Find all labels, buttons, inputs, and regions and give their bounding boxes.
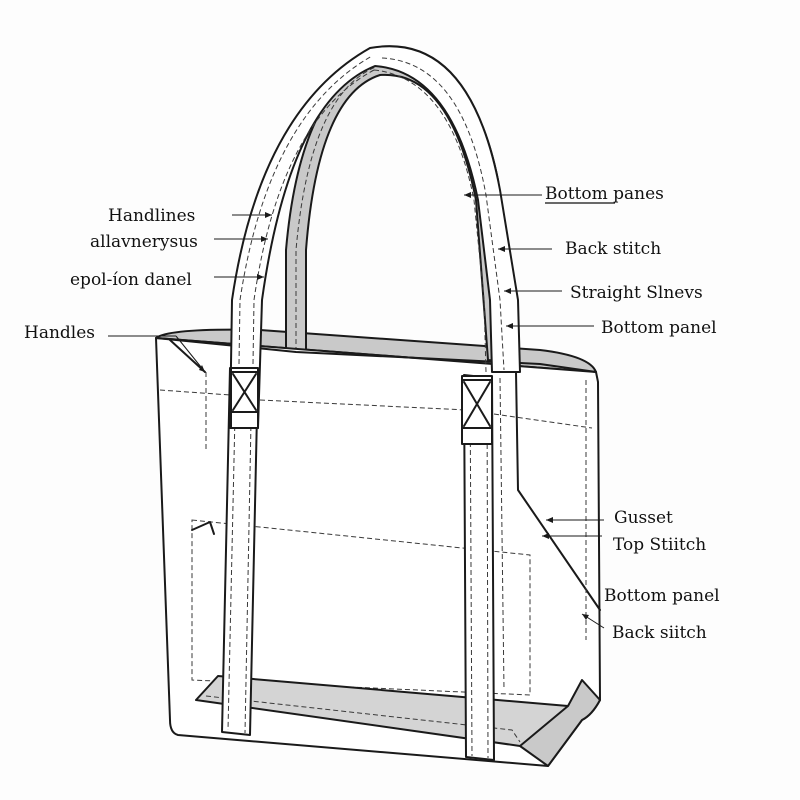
label-allavnerysus: allavnerysus <box>90 232 198 252</box>
arrow-handles <box>199 365 205 372</box>
leader-handles-diag <box>175 335 206 373</box>
arrow-epolion-danel <box>257 274 264 280</box>
label-back-siitch: Back siitch <box>612 623 707 643</box>
rim-stitch <box>159 389 593 429</box>
inner-pocket <box>191 519 531 696</box>
front-handle-stitch <box>237 55 505 429</box>
arrow-top-stiitch <box>542 533 549 539</box>
label-bottom-panel-top: Bottom panel <box>601 318 717 338</box>
label-handlines: Handlines <box>108 206 195 226</box>
bottom-right-corner <box>519 679 601 767</box>
arrow-back-siitch <box>582 614 589 620</box>
label-back-stitch-top: Back stitch <box>565 239 661 259</box>
front-handle-left-stitch <box>227 369 253 734</box>
front-handle <box>229 45 521 429</box>
left-handle-attachment <box>230 367 259 429</box>
label-bottom-panel-low: Bottom panel <box>604 586 720 606</box>
arrow-bottom-panes <box>464 192 471 198</box>
front-handle-stitch-inner <box>251 69 487 429</box>
label-epolion-danel: epol-íon danel <box>70 270 192 290</box>
pocket-corner-mark <box>191 521 215 535</box>
arrow-straight-slnevs <box>504 288 511 294</box>
gusset-stitch <box>499 377 587 691</box>
label-straight-slnevs: Straight Slnevs <box>570 283 703 303</box>
bottom-panel-stitch <box>205 695 521 743</box>
bag-rim <box>155 337 597 373</box>
label-gusset: Gusset <box>614 508 673 528</box>
arrow-back-stitch-top <box>498 246 505 252</box>
gusset-fold <box>515 371 601 611</box>
label-handles: Handles <box>24 323 95 343</box>
arrow-gusset <box>546 517 553 523</box>
corner-dart <box>169 339 206 373</box>
front-handle-right-stitch <box>469 377 489 759</box>
right-handle-attachment <box>461 375 493 445</box>
arrow-bottom-panel-top <box>506 323 513 329</box>
arrow-allavnerysus <box>261 236 268 242</box>
arrow-handlines <box>265 212 272 218</box>
label-bottom-panes: Bottom panes <box>545 184 664 204</box>
label-top-stiitch: Top Stiitch <box>613 535 706 555</box>
